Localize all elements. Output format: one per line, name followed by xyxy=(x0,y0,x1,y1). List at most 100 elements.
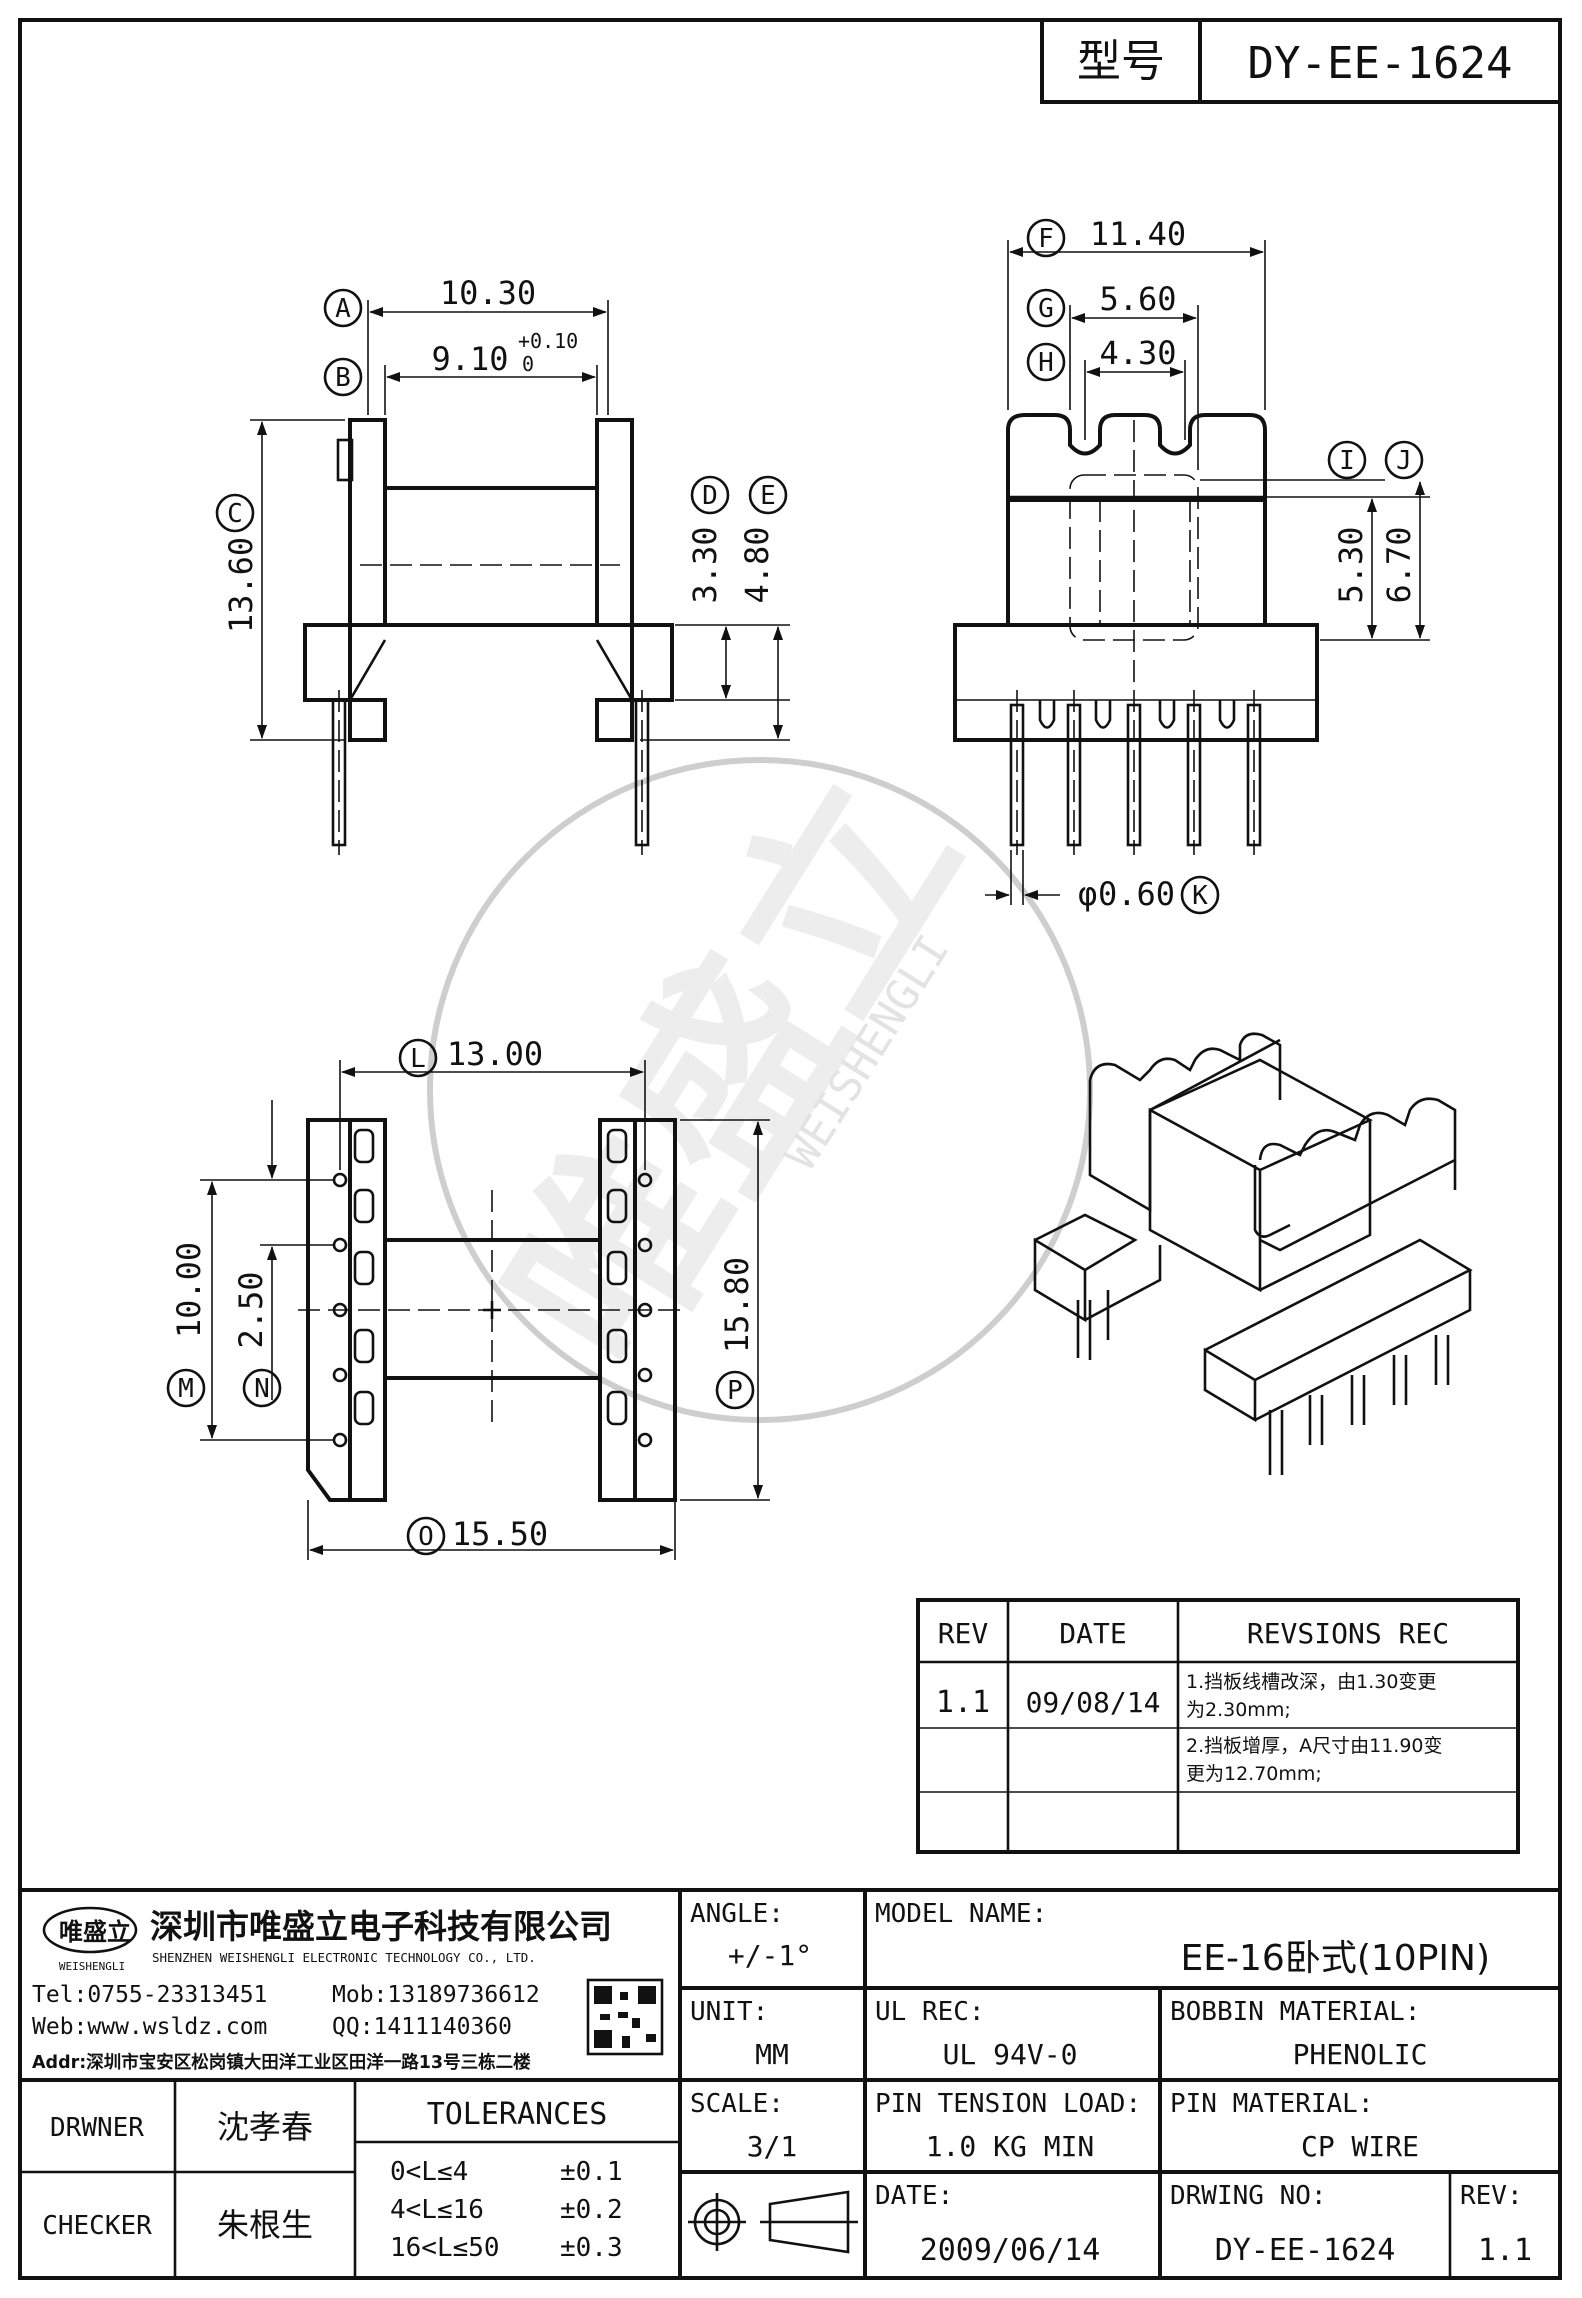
rev-header-rev: REV xyxy=(938,1617,989,1650)
drawing-no-label: DRWING NO: xyxy=(1170,2181,1327,2211)
dim-L-value: 13.00 xyxy=(447,1035,543,1073)
dim-J-value: 6.70 xyxy=(1380,526,1418,603)
model-name-value: EE-16卧式(10PIN) xyxy=(1181,1938,1490,1979)
dim-K-value: 0.60 xyxy=(1098,875,1175,913)
dim-H-value: 4.30 xyxy=(1099,334,1176,372)
tolerance-value: ±0.1 xyxy=(560,2157,623,2187)
side-view: F 11.40 G 5.60 H 4.30 I J 5.30 6.70 φ xyxy=(953,215,1430,915)
dim-B-letter: B xyxy=(335,363,351,393)
dim-P-letter: P xyxy=(727,1376,743,1406)
model-box-value: DY-EE-1624 xyxy=(1248,38,1513,89)
dim-F-letter: F xyxy=(1038,224,1054,254)
title-block: 唯盛立 WEISHENGLI 深圳市唯盛立电子科技有限公司 SHENZHEN W… xyxy=(18,1888,1562,2280)
tolerances-label: TOLERANCES xyxy=(427,2097,608,2132)
company-qq: QQ:1411140360 xyxy=(332,2014,512,2040)
revision-table: REV DATE REVSIONS REC 1.1 09/08/14 1.挡板线… xyxy=(916,1598,1520,1854)
ul-rec-label: UL REC: xyxy=(875,1997,985,2027)
dim-K-prefix: φ xyxy=(1078,875,1097,913)
dim-O-letter: O xyxy=(418,1522,434,1552)
ul-rec-value: UL 94V-0 xyxy=(943,2038,1078,2071)
dim-H-letter: H xyxy=(1038,348,1054,378)
drawer-label: DRWNER xyxy=(50,2113,144,2143)
date-label: DATE: xyxy=(875,2181,953,2211)
company-logo: 唯盛立 WEISHENGLI xyxy=(42,1906,138,1973)
angle-value: +/-1° xyxy=(728,1939,812,1972)
front-view: A 10.30 B 9.10 +0.10 0 C 13.60 D E 3.30 … xyxy=(215,274,790,855)
scale-label: SCALE: xyxy=(690,2089,784,2119)
model-name-label: MODEL NAME: xyxy=(875,1899,1047,1929)
rev-label: REV: xyxy=(1460,2181,1523,2211)
rev-row-line: 更为12.70mm; xyxy=(1186,1763,1322,1785)
dim-C-value: 13.60 xyxy=(222,537,260,633)
company-address: Addr:深圳市宝安区松岗镇大田洋工业区田洋一路13号三栋二楼 xyxy=(32,2052,531,2073)
dim-A-value: 10.30 xyxy=(440,274,536,312)
dim-E-letter: E xyxy=(760,481,776,511)
rev-row-line: 为2.30mm; xyxy=(1186,1699,1291,1721)
dim-D-letter: D xyxy=(702,481,718,511)
bobbin-material-value: PHENOLIC xyxy=(1293,2038,1428,2071)
dim-F-value: 11.40 xyxy=(1090,215,1186,253)
rev-row-date: 09/08/14 xyxy=(1026,1686,1161,1719)
tolerance-value: ±0.3 xyxy=(560,2233,623,2263)
tolerance-range: 16<L≤50 xyxy=(390,2233,500,2263)
tolerance-range: 4<L≤16 xyxy=(390,2195,484,2225)
isometric-view xyxy=(1033,1032,1473,1475)
unit-value: MM xyxy=(755,2038,789,2071)
tolerance-value: ±0.2 xyxy=(560,2195,623,2225)
rev-row-rev: 1.1 xyxy=(936,1685,990,1720)
company-name-cn: 深圳市唯盛立电子科技有限公司 xyxy=(150,1907,612,1946)
dim-J-letter: J xyxy=(1396,446,1412,476)
tolerance-range: 0<L≤4 xyxy=(390,2157,468,2187)
bottom-view: L 13.00 M N 10.00 2.50 O 15.50 P 15.80 xyxy=(166,1035,770,1560)
dim-A-letter: A xyxy=(335,294,351,324)
dim-I-letter: I xyxy=(1339,446,1355,476)
dim-M-value: 10.00 xyxy=(170,1242,208,1338)
pin-tension-label: PIN TENSION LOAD: xyxy=(875,2089,1141,2119)
dim-E-value: 4.80 xyxy=(738,526,776,603)
dim-B-value: 9.10 xyxy=(431,340,508,378)
angle-label: ANGLE: xyxy=(690,1899,784,1929)
rev-row-line: 2.挡板增厚，A尺寸由11.90变 xyxy=(1186,1735,1443,1757)
pin-tension-value: 1.0 KG MIN xyxy=(926,2130,1095,2163)
company-tel: Tel:0755-23313451 xyxy=(32,1982,267,2008)
scale-value: 3/1 xyxy=(747,2130,798,2163)
company-mob: Mob:13189736612 xyxy=(332,1982,540,2008)
dim-K-letter: K xyxy=(1192,881,1208,911)
model-box-label: 型号 xyxy=(1077,36,1165,87)
checker-value: 朱根生 xyxy=(217,2206,313,2244)
dim-O-value: 15.50 xyxy=(452,1515,548,1553)
dim-C-letter: C xyxy=(227,499,243,529)
rev-row-line: 1.挡板线槽改深，由1.30变更 xyxy=(1186,1671,1436,1693)
model-box: 型号 DY-EE-1624 xyxy=(1040,18,1562,104)
company-name-en: SHENZHEN WEISHENGLI ELECTRONIC TECHNOLOG… xyxy=(152,1950,536,1965)
projection-symbol-icon xyxy=(688,2190,858,2254)
checker-label: CHECKER xyxy=(42,2211,152,2241)
dim-N-value: 2.50 xyxy=(232,1271,270,1348)
rev-value: 1.1 xyxy=(1478,2233,1532,2268)
dim-G-value: 5.60 xyxy=(1099,280,1176,318)
dim-G-letter: G xyxy=(1038,294,1054,324)
unit-label: UNIT: xyxy=(690,1997,768,2027)
logo-text: 唯盛立 xyxy=(59,1918,131,1946)
dim-N-letter: N xyxy=(254,1374,270,1404)
rev-header-rec: REVSIONS REC xyxy=(1247,1617,1449,1650)
dim-B-tol-lower: 0 xyxy=(522,352,534,376)
dim-B-tol-upper: +0.10 xyxy=(518,329,578,353)
dim-L-letter: L xyxy=(410,1044,426,1074)
logo-subtext: WEISHENGLI xyxy=(59,1960,125,1973)
bobbin-material-label: BOBBIN MATERIAL: xyxy=(1170,1997,1420,2027)
dim-I-value: 5.30 xyxy=(1332,526,1370,603)
dim-M-letter: M xyxy=(178,1374,194,1404)
date-value: 2009/06/14 xyxy=(920,2233,1101,2268)
pin-material-label: PIN MATERIAL: xyxy=(1170,2089,1374,2119)
dim-D-value: 3.30 xyxy=(686,526,724,603)
drawer-value: 沈孝春 xyxy=(217,2108,313,2146)
rev-header-date: DATE xyxy=(1059,1617,1126,1650)
pin-material-value: CP WIRE xyxy=(1301,2130,1419,2163)
qr-code xyxy=(586,1978,664,2056)
dim-P-value: 15.80 xyxy=(718,1257,756,1353)
watermark: 唯盛立 WEISHENGLI xyxy=(427,741,1093,1423)
drawing-no-value: DY-EE-1624 xyxy=(1215,2233,1396,2268)
company-web: Web:www.wsldz.com xyxy=(32,2014,267,2040)
